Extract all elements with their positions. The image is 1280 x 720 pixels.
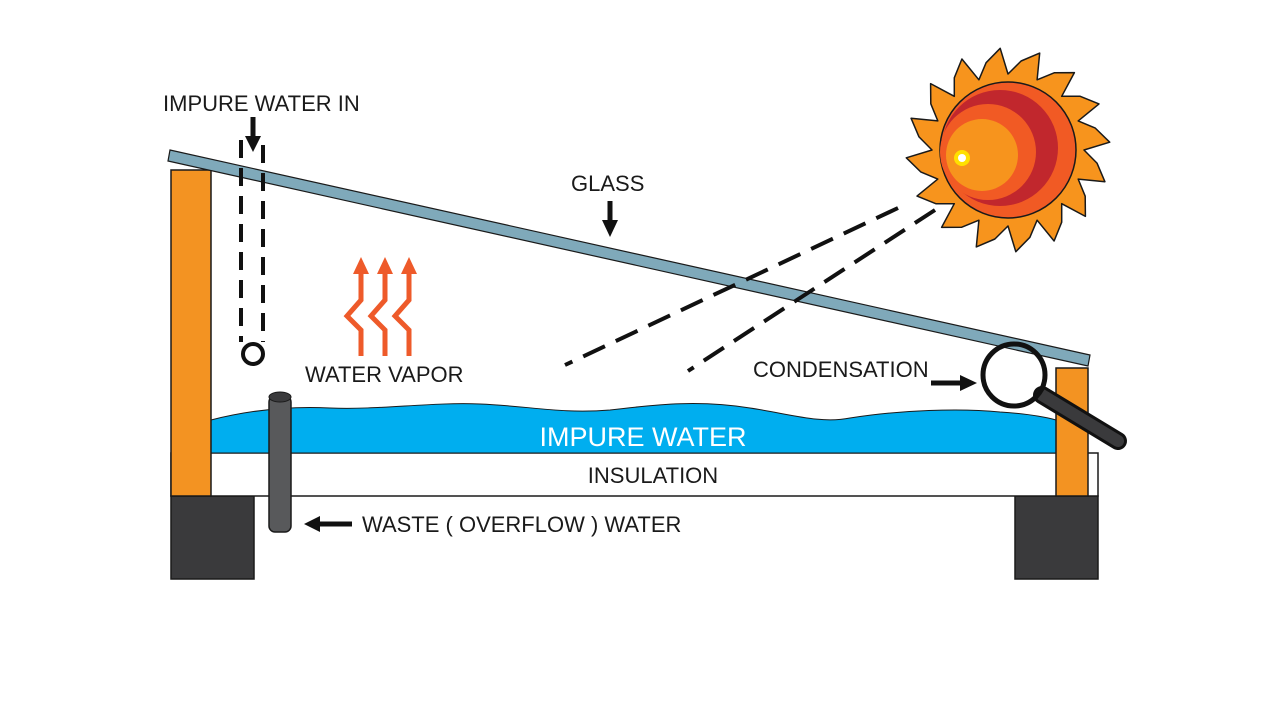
label-condensation: CONDENSATION <box>753 357 929 382</box>
overflow-pipe <box>268 395 292 533</box>
left-wooden-wall <box>170 169 212 497</box>
label-insulation: INSULATION <box>588 463 718 488</box>
impure-water-body <box>210 403 1057 454</box>
label-waste-water: WASTE ( OVERFLOW ) WATER <box>362 512 681 537</box>
sun-ray-lower <box>686 208 937 373</box>
label-glass: GLASS <box>571 171 644 196</box>
magnifier-icon <box>980 341 1127 450</box>
right-base-block <box>1014 495 1099 580</box>
label-impure-water: IMPURE WATER <box>540 422 747 452</box>
inlet-arrow <box>245 117 261 152</box>
condensation-arrow <box>931 375 977 391</box>
left-base-block <box>170 495 255 580</box>
water-vapor-arrows <box>343 257 417 356</box>
right-wooden-wall <box>1055 367 1089 497</box>
sun-ray-upper <box>564 206 899 367</box>
waste-arrow <box>304 516 352 532</box>
sun-icon <box>905 47 1111 253</box>
inlet-pipe-end <box>241 342 265 366</box>
label-water-vapor: WATER VAPOR <box>305 362 464 387</box>
overflow-pipe-top <box>268 391 292 403</box>
label-impure-water-in: IMPURE WATER IN <box>163 91 360 116</box>
glass-arrow <box>602 201 618 237</box>
glass-cover <box>167 149 1091 367</box>
insulation-layer <box>170 452 1099 497</box>
